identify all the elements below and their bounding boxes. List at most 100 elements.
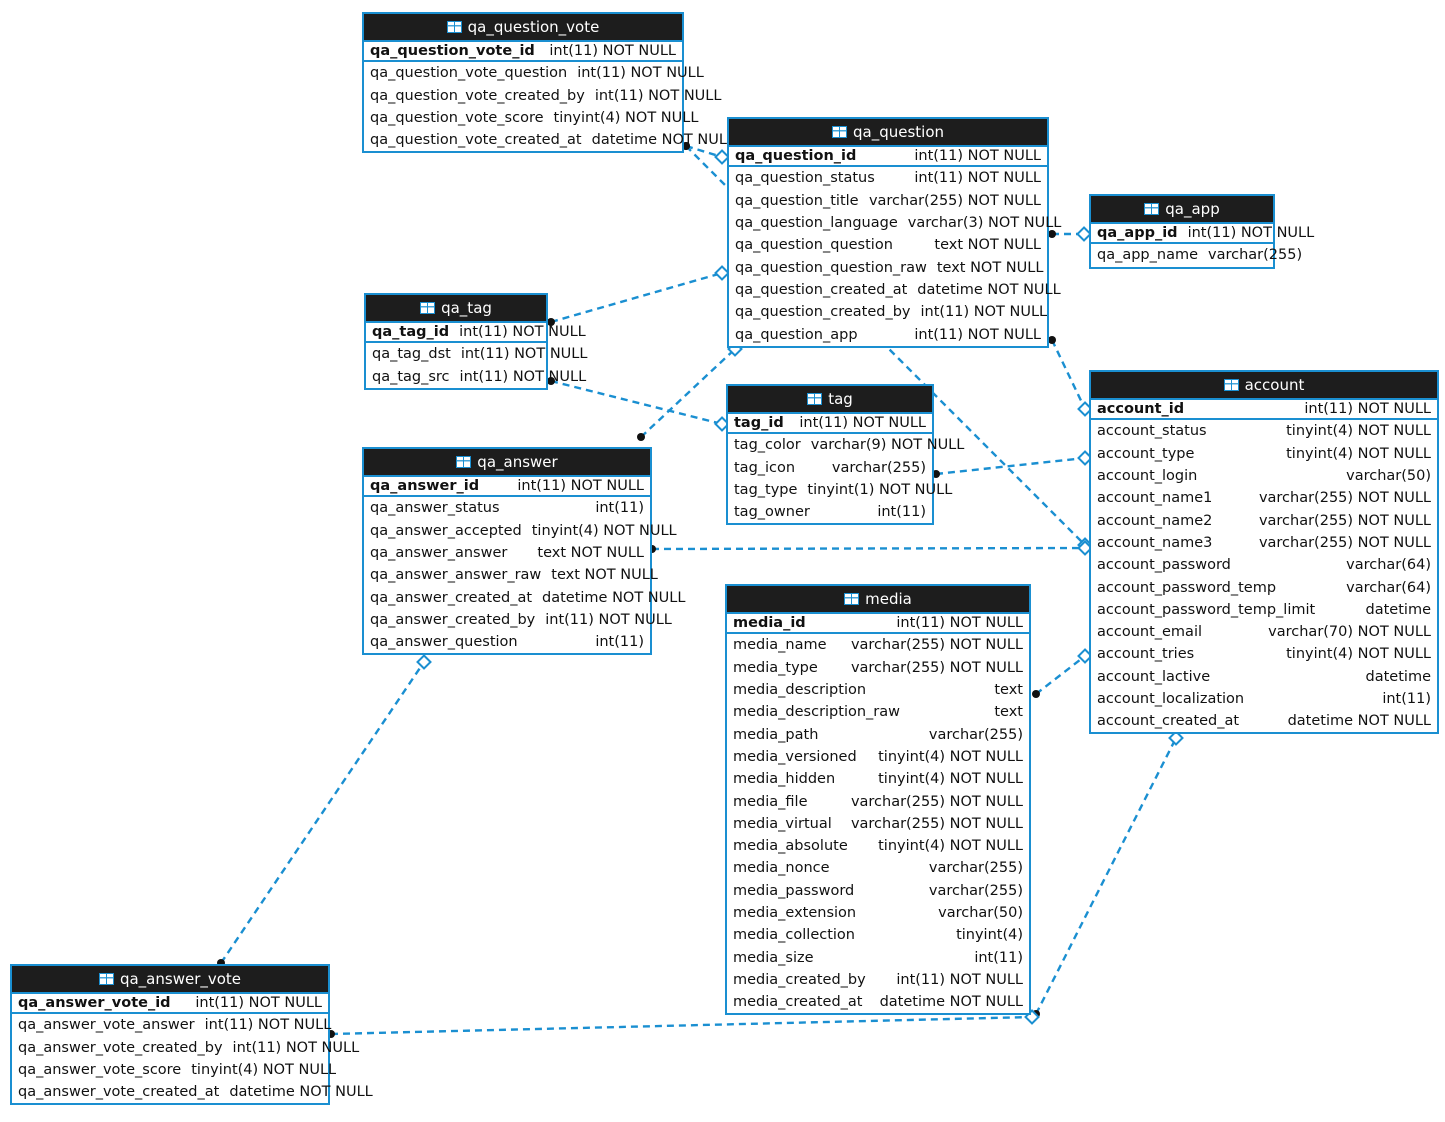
column-name: qa_question_id [735, 148, 857, 165]
table-header-media[interactable]: media [727, 586, 1029, 612]
column-type: datetime NOT NULL [229, 1084, 373, 1101]
column-type: varchar(255) NOT NULL [1258, 534, 1431, 551]
column-name: account_lactive [1097, 668, 1211, 685]
table-title: qa_answer_vote [119, 970, 242, 988]
table-header-qa_answer[interactable]: qa_answer [364, 449, 650, 475]
column-name: qa_answer_vote_score [18, 1062, 182, 1079]
table-icon [456, 456, 472, 468]
table-header-qa_answer_vote[interactable]: qa_answer_vote [12, 966, 328, 992]
table-header-qa_question[interactable]: qa_question [729, 119, 1047, 145]
table-header-qa_app[interactable]: qa_app [1091, 196, 1273, 222]
column-name: qa_question_question_raw [735, 259, 927, 276]
column-type: tinyint(4) NOT NULL [878, 748, 1023, 765]
table-header-account[interactable]: account [1091, 372, 1437, 398]
relationship-line [550, 379, 723, 426]
table-header-qa_tag[interactable]: qa_tag [366, 295, 546, 321]
column-name: media_password [733, 882, 855, 899]
table-header-qa_question_vote[interactable]: qa_question_vote [364, 14, 682, 40]
table-header-tag[interactable]: tag [728, 386, 932, 412]
column-type: varchar(255) NOT NULL [868, 192, 1041, 209]
